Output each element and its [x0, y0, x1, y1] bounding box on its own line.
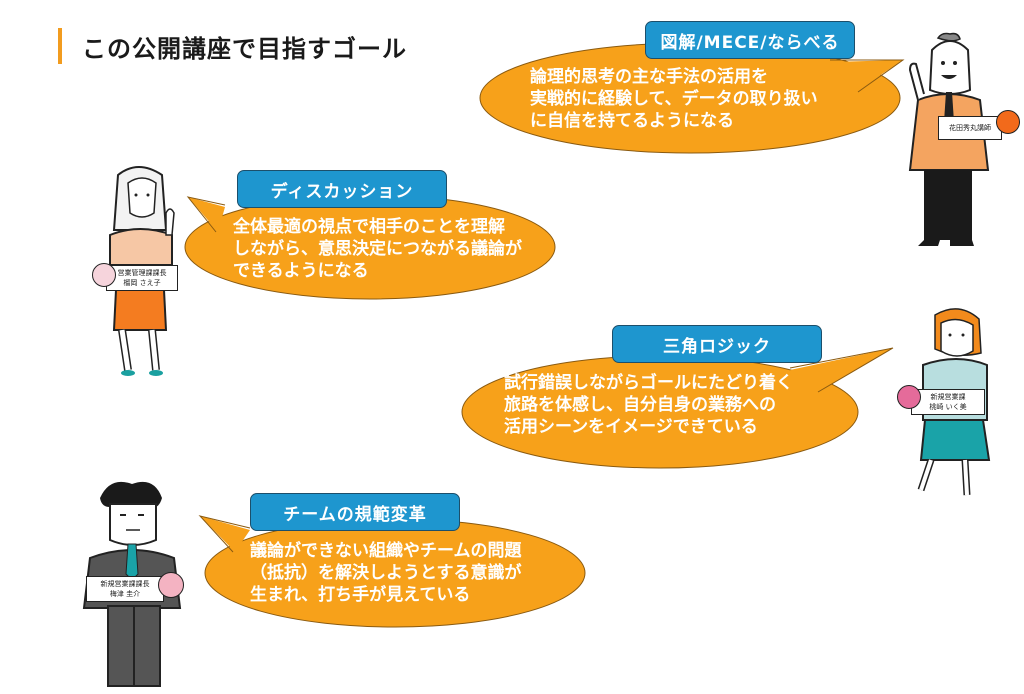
goal-text-line: 議論ができない組織やチームの問題: [250, 541, 522, 561]
goal-text-line: に自信を持てるようになる: [530, 111, 734, 131]
cherry-blossom-icon: [92, 263, 116, 287]
nameplate-sales-woman: 新規営業課 桃崎 いく美: [911, 389, 985, 415]
peach-blossom-icon: [897, 385, 921, 409]
speaker-name: 桃崎 いく美: [929, 403, 967, 411]
goal-text-line: できるようになる: [233, 261, 369, 281]
goal-text-line: 実戦的に経験して、データの取り扱い: [530, 89, 818, 109]
character-sales-manager-man: 新規営業課課長 梅津 圭介: [80, 478, 190, 690]
goal-text-line: 旅路を体感し、自分自身の業務への: [504, 395, 776, 415]
title-accent-bar: [58, 28, 62, 64]
goal-text-line: 全体最適の視点で相手のことを理解: [233, 217, 505, 237]
goal-text-line: 試行錯誤しながらゴールにたどり着く: [504, 373, 793, 393]
page-title: この公開講座で目指すゴール: [82, 34, 407, 63]
nameplate-manager-woman: 営業管理課課長 榴岡 さえ子: [106, 265, 178, 291]
goal-tag-2: ディスカッション: [237, 170, 447, 208]
speaker-title: 新規営業課課長: [100, 580, 150, 588]
goal-tag-1: 図解/MECE/ならべる: [645, 21, 855, 59]
character-manager-woman: 営業管理課課長 榴岡 さえ子: [92, 165, 200, 380]
speech-bubble-2: [184, 194, 556, 300]
nameplate-sales-manager-man: 新規営業課課長 梅津 圭介: [86, 576, 164, 602]
goal-text-line: 生まれ、打ち手が見えている: [250, 585, 471, 605]
instructor-illustration: [908, 32, 990, 246]
goal-text-1: 論理的思考の主な手法の活用を 実戦的に経験して、データの取り扱い に自信を持てる…: [530, 66, 818, 132]
speaker-name: 梅津 圭介: [109, 590, 141, 598]
goal-text-line: 論理的思考の主な手法の活用を: [530, 67, 768, 87]
page-header: この公開講座で目指すゴール: [58, 28, 407, 64]
plum-blossom-icon: [158, 572, 184, 598]
speech-bubble-1: [479, 42, 905, 154]
character-instructor: 花田秀丸講師: [900, 30, 1024, 250]
goal-text-line: 活用シーンをイメージできている: [504, 417, 758, 437]
goal-text-4: 議論ができない組織やチームの問題 （抵抗）を解決しようとする意識が 生まれ、打ち…: [250, 540, 522, 606]
goal-tag-4: チームの規範変革: [250, 493, 460, 531]
nameplate-instructor: 花田秀丸講師: [938, 116, 1002, 140]
goal-text-line: しながら、意思決定につながる議論が: [233, 239, 522, 259]
goal-text-2: 全体最適の視点で相手のことを理解 しながら、意思決定につながる議論が できるよう…: [233, 216, 522, 282]
speaker-title: 営業管理課課長: [117, 269, 167, 277]
speaker-name: 花田秀丸講師: [949, 124, 991, 132]
goal-text-3: 試行錯誤しながらゴールにたどり着く 旅路を体感し、自分自身の業務への 活用シーン…: [504, 372, 793, 438]
goal-text-line: （抵抗）を解決しようとする意識が: [250, 563, 522, 583]
goal-tag-3: 三角ロジック: [612, 325, 822, 363]
speaker-name: 榴岡 さえ子: [123, 279, 161, 287]
character-sales-woman: 新規営業課 桃崎 いく美: [895, 305, 1024, 505]
manager-woman-illustration: [109, 166, 175, 376]
speech-bubble-3: [461, 347, 894, 469]
orange-flower-icon: [996, 110, 1020, 134]
speaker-title: 新規営業課: [930, 393, 966, 401]
